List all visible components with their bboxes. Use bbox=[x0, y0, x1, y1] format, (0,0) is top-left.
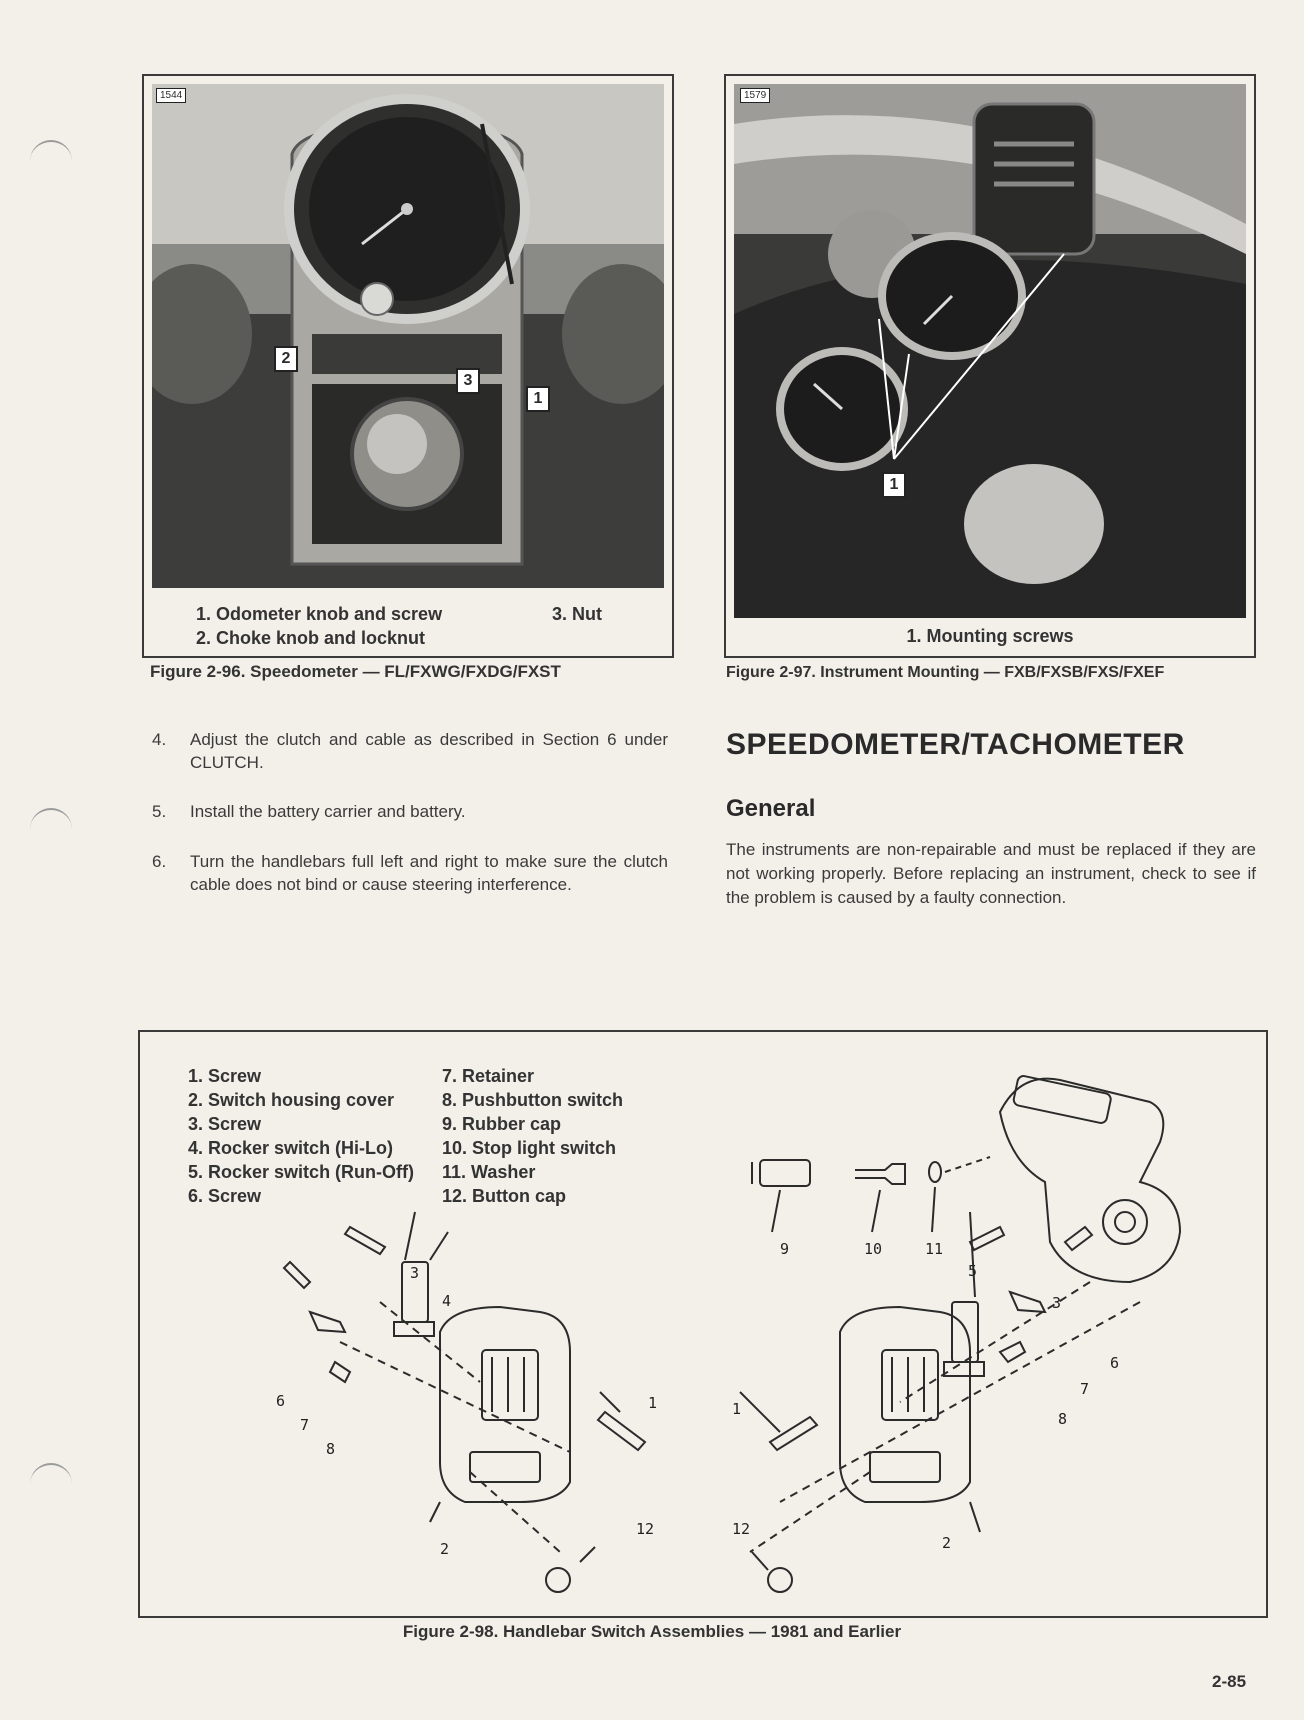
step-item: 5. Install the battery carrier and batte… bbox=[152, 800, 672, 826]
callout-8: 8 bbox=[326, 1440, 336, 1458]
step-text: Turn the handlebars full left and right … bbox=[190, 852, 668, 894]
speedometer-photo bbox=[152, 84, 664, 588]
step-item: 6. Turn the handlebars full left and rig… bbox=[152, 850, 672, 922]
callout-10: 10 bbox=[864, 1240, 883, 1258]
callout-2: 2 bbox=[942, 1534, 952, 1552]
legend-item: 3. Screw bbox=[188, 1114, 262, 1134]
callout-1: 1 bbox=[732, 1400, 742, 1418]
callout-6: 6 bbox=[276, 1392, 286, 1410]
binder-mark bbox=[30, 808, 72, 840]
legend-item: 2. Switch housing cover bbox=[188, 1090, 395, 1110]
figure-2-97-frame: 1579 1 1. Mounting screws bbox=[724, 74, 1256, 658]
figure-caption: Figure 2-98. Handlebar Switch Assemblies… bbox=[402, 1622, 902, 1641]
legend-item: 11. Washer bbox=[442, 1162, 536, 1182]
callout-2: 2 bbox=[274, 346, 298, 372]
figure-2-96-frame: 1544 2 3 1 1. Odometer knob and screw 2.… bbox=[142, 74, 674, 658]
step-number: 6. bbox=[152, 852, 167, 871]
section-subtitle: General bbox=[726, 795, 816, 822]
section-title: SPEEDOMETER/TACHOMETER bbox=[726, 728, 1185, 761]
callout-3: 3 bbox=[1052, 1294, 1062, 1312]
step-number: 5. bbox=[152, 802, 167, 821]
photo-number: 1544 bbox=[156, 88, 187, 103]
legend-item: 1. Odometer knob and screw bbox=[196, 604, 443, 624]
step-text: Adjust the clutch and cable as described… bbox=[190, 730, 668, 772]
legend-item: 6. Screw bbox=[188, 1186, 262, 1206]
callout-7: 7 bbox=[1080, 1380, 1090, 1398]
callout-6: 6 bbox=[1110, 1354, 1120, 1372]
callout-12: 12 bbox=[636, 1520, 655, 1538]
callout-2: 2 bbox=[440, 1540, 450, 1558]
callout-4: 4 bbox=[442, 1292, 452, 1310]
legend-item: 1. Screw bbox=[188, 1066, 262, 1086]
page-number: 2-85 bbox=[1212, 1672, 1247, 1691]
step-number: 4. bbox=[152, 730, 167, 749]
step-item: 4. Adjust the clutch and cable as descri… bbox=[152, 728, 672, 778]
binder-mark bbox=[30, 140, 72, 172]
legend-item: 2. Choke knob and locknut bbox=[196, 628, 426, 648]
figure-caption: Figure 2-97. Instrument Mounting — FXB/F… bbox=[726, 664, 1165, 681]
callout-5: 5 bbox=[968, 1262, 978, 1280]
callout-11: 11 bbox=[925, 1240, 944, 1258]
callout-1: 1 bbox=[648, 1394, 658, 1412]
callout-3: 3 bbox=[410, 1264, 420, 1282]
callout-3: 3 bbox=[456, 368, 480, 394]
legend-item: 4. Rocker switch (Hi-Lo) bbox=[188, 1138, 394, 1158]
step-text: Install the battery carrier and battery. bbox=[190, 802, 466, 821]
legend-item: 7. Retainer bbox=[442, 1066, 535, 1086]
callout-7: 7 bbox=[300, 1416, 310, 1434]
legend-item: 8. Pushbutton switch bbox=[442, 1090, 624, 1110]
callout-1: 1 bbox=[882, 472, 906, 498]
switch-exploded-diagram bbox=[282, 1075, 1182, 1593]
binder-mark bbox=[30, 1463, 72, 1495]
callout-12: 12 bbox=[732, 1520, 751, 1538]
legend-item: 9. Rubber cap bbox=[442, 1114, 562, 1134]
figure-caption: Figure 2-96. Speedometer — FL/FXWG/FXDG/… bbox=[150, 662, 561, 681]
legend-item: 10. Stop light switch bbox=[442, 1138, 617, 1158]
figure-2-98-frame: 1. Screw 2. Switch housing cover 3. Scre… bbox=[138, 1030, 1268, 1618]
section-paragraph: The instruments are non-repairable and m… bbox=[726, 840, 1256, 907]
legend-item: 3. Nut bbox=[552, 604, 603, 624]
legend-item: 1. Mounting screws bbox=[906, 626, 1074, 646]
instrument-photo bbox=[734, 84, 1246, 618]
callout-8: 8 bbox=[1058, 1410, 1068, 1428]
callout-1: 1 bbox=[526, 386, 550, 412]
callout-9: 9 bbox=[780, 1240, 790, 1258]
photo-number: 1579 bbox=[740, 88, 771, 103]
legend-item: 5. Rocker switch (Run-Off) bbox=[188, 1162, 415, 1182]
legend-item: 12. Button cap bbox=[442, 1186, 567, 1206]
